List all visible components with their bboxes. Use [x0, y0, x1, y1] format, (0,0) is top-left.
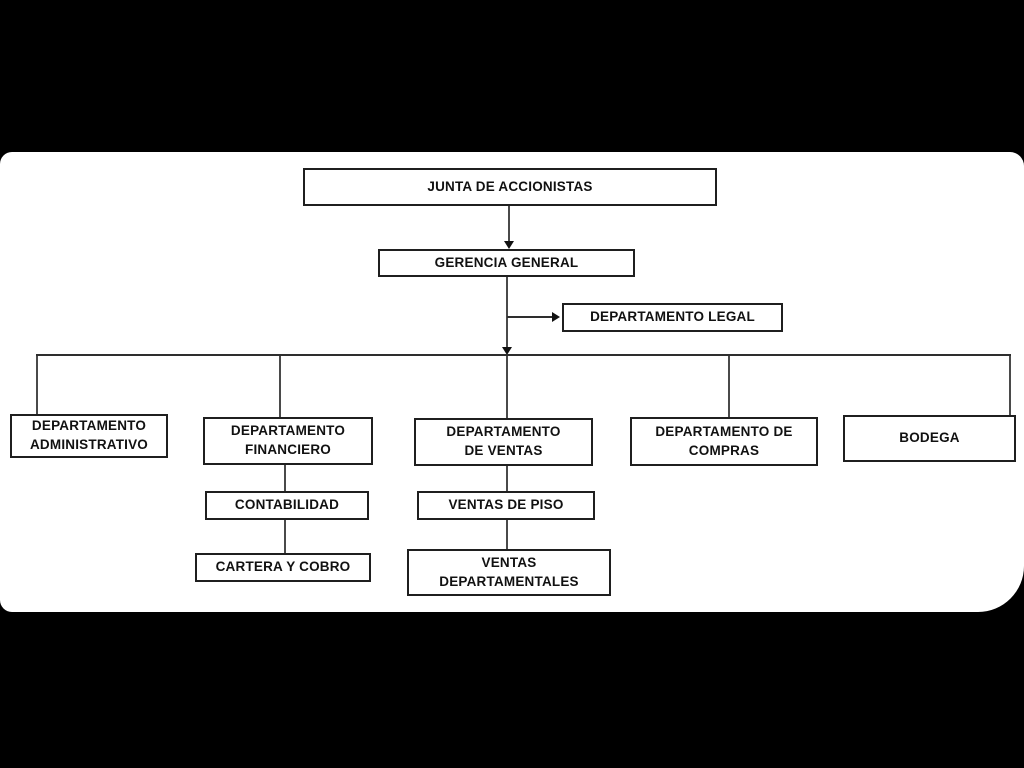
- org-box-label: CONTABILIDAD: [234, 497, 340, 513]
- org-box-label: BODEGA: [899, 430, 960, 446]
- connector-financiero-contabilidad: [284, 465, 286, 491]
- org-box-departamento-administrativo: DEPARTAMENTO ADMINISTRATIVO: [10, 414, 168, 458]
- org-box-label: DEPARTAMENTO: [31, 418, 147, 434]
- connector-drop-financiero: [279, 356, 281, 417]
- arrowhead-down-gerencia: [504, 241, 514, 249]
- diagram-canvas: JUNTA DE ACCIONISTAS GERENCIA GENERAL DE…: [0, 152, 1024, 612]
- org-box-junta-de-accionistas: JUNTA DE ACCIONISTAS: [303, 168, 717, 206]
- connector-gerencia-hub: [506, 277, 508, 348]
- org-box-label: GERENCIA GENERAL: [434, 254, 579, 270]
- org-box-departamento-de-compras: DEPARTAMENTO DE COMPRAS: [630, 417, 818, 466]
- connector-contabilidad-cartera: [284, 520, 286, 553]
- org-box-departamento-legal: DEPARTAMENTO LEGAL: [562, 303, 783, 332]
- org-box-label: JUNTA DE ACCIONISTAS: [427, 178, 593, 194]
- org-box-label: ADMINISTRATIVO: [29, 437, 149, 452]
- connector-ventas-piso: [506, 466, 508, 491]
- org-box-label: FINANCIERO: [245, 442, 331, 457]
- org-box-label: DEPARTAMENTO DE: [655, 423, 793, 439]
- connector-gerencia-legal: [507, 316, 553, 318]
- org-box-ventas-de-piso: VENTAS DE PISO: [417, 491, 595, 520]
- connector-drop-ventas: [506, 356, 508, 418]
- org-box-label: VENTAS DE PISO: [448, 497, 564, 513]
- org-box-departamento-de-ventas: DEPARTAMENTO DE VENTAS: [414, 418, 593, 466]
- org-box-label: DE VENTAS: [464, 443, 543, 458]
- connector-junta-gerencia: [508, 206, 510, 242]
- org-box-label: VENTAS: [481, 554, 537, 570]
- connector-hub-horizontal: [36, 354, 1011, 356]
- org-box-label: CARTERA Y COBRO: [215, 559, 351, 575]
- org-box-contabilidad: CONTABILIDAD: [205, 491, 369, 520]
- connector-drop-compras: [728, 356, 730, 417]
- org-box-label: DEPARTAMENTO: [446, 424, 561, 440]
- arrowhead-right-legal: [552, 312, 560, 322]
- org-box-label: DEPARTAMENTO: [230, 423, 346, 439]
- connector-drop-administrativo: [36, 356, 38, 414]
- org-box-departamento-financiero: DEPARTAMENTO FINANCIERO: [203, 417, 373, 465]
- arrowhead-down-hub: [502, 347, 512, 355]
- org-box-label: COMPRAS: [688, 442, 760, 458]
- org-box-label: DEPARTAMENTALES: [439, 573, 579, 589]
- org-box-bodega: BODEGA: [843, 415, 1016, 462]
- org-box-gerencia-general: GERENCIA GENERAL: [378, 249, 635, 277]
- connector-piso-departamentales: [506, 520, 508, 549]
- connector-drop-bodega: [1009, 356, 1011, 415]
- org-box-cartera-y-cobro: CARTERA Y COBRO: [195, 553, 371, 582]
- org-box-label: DEPARTAMENTO LEGAL: [590, 309, 755, 325]
- org-box-ventas-departamentales: VENTAS DEPARTAMENTALES: [407, 549, 611, 596]
